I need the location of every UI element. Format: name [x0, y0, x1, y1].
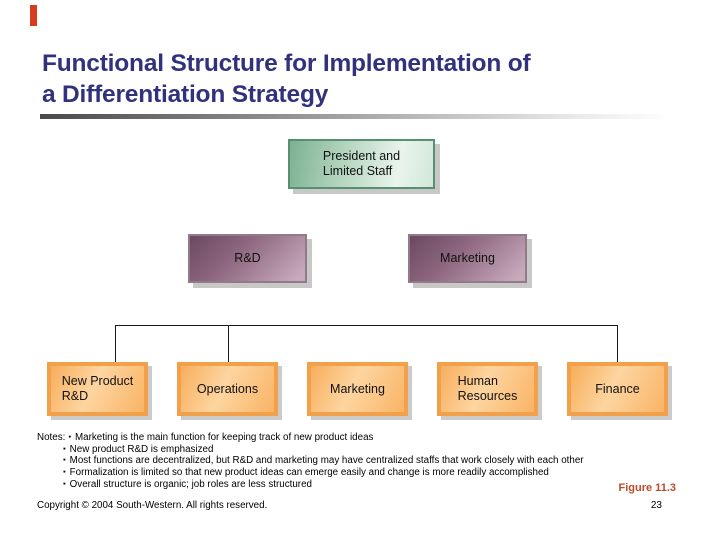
org-box-finance: Finance — [567, 362, 668, 416]
org-box-label: Operations — [196, 381, 259, 396]
org-box-marketing-staff: Marketing — [408, 234, 527, 283]
figure-label: Figure 11.3 — [618, 482, 676, 494]
notes-line: ▪Overall structure is organic; job roles… — [37, 479, 667, 491]
notes-label: Notes: — [37, 432, 66, 443]
notes-text: Marketing is the main function for keepi… — [75, 432, 374, 443]
org-box-marketing: Marketing — [307, 362, 408, 416]
copyright-text: Copyright © 2004 South-Western. All righ… — [37, 500, 268, 511]
connector-drop-finance — [617, 325, 618, 362]
title-divider — [40, 114, 664, 119]
bullet-icon: ▪ — [63, 443, 66, 453]
org-box-label: Marketing — [330, 381, 385, 396]
notes-line: Notes:▪ Marketing is the main function fo… — [37, 432, 667, 444]
bullet-icon: ▪ — [63, 478, 66, 488]
connector-drop-operations — [228, 325, 229, 362]
page-number: 23 — [650, 500, 662, 511]
bullet-icon: ▪ — [63, 455, 66, 465]
org-box-label: New Product R&D — [61, 374, 134, 403]
notes-text: Formalization is limited so that new pro… — [69, 467, 549, 479]
notes-line: ▪Formalization is limited so that new pr… — [37, 467, 667, 479]
page-title-line2: a Differentiation Strategy — [42, 81, 329, 108]
org-box-label: Finance — [595, 381, 640, 396]
org-box-new-product-rnd: New Product R&D — [47, 362, 148, 416]
page-title: Functional Structure for Implementation … — [42, 48, 662, 110]
page-title-line1: Functional Structure for Implementation … — [42, 50, 531, 77]
notes-text: Overall structure is organic; job roles … — [69, 478, 312, 490]
org-box-rnd: R&D — [188, 234, 307, 283]
org-box-label: Marketing — [440, 251, 495, 265]
org-box-human-resources: Human Resources — [437, 362, 538, 416]
notes-line: ▪New product R&D is emphasized — [37, 444, 667, 456]
org-box-operations: Operations — [177, 362, 278, 416]
org-box-label: R&D — [234, 251, 261, 265]
connector-bus — [115, 325, 618, 326]
bullet-icon: ▪ — [68, 432, 71, 441]
bullet-icon: ▪ — [63, 467, 66, 477]
accent-bar — [30, 5, 37, 26]
connector-drop-new-product-rnd — [115, 325, 116, 362]
notes-text: New product R&D is emphasized — [69, 443, 214, 455]
notes-line: ▪Most functions are decentralized, but R… — [37, 455, 667, 467]
org-box-president: President and Limited Staff — [288, 139, 435, 189]
notes-text: Most functions are decentralized, but R&… — [69, 455, 584, 467]
org-box-label: President and Limited Staff — [322, 149, 401, 178]
notes-block: Notes:▪Marketing is the main function fo… — [37, 432, 667, 491]
org-box-label: Human Resources — [457, 374, 518, 403]
